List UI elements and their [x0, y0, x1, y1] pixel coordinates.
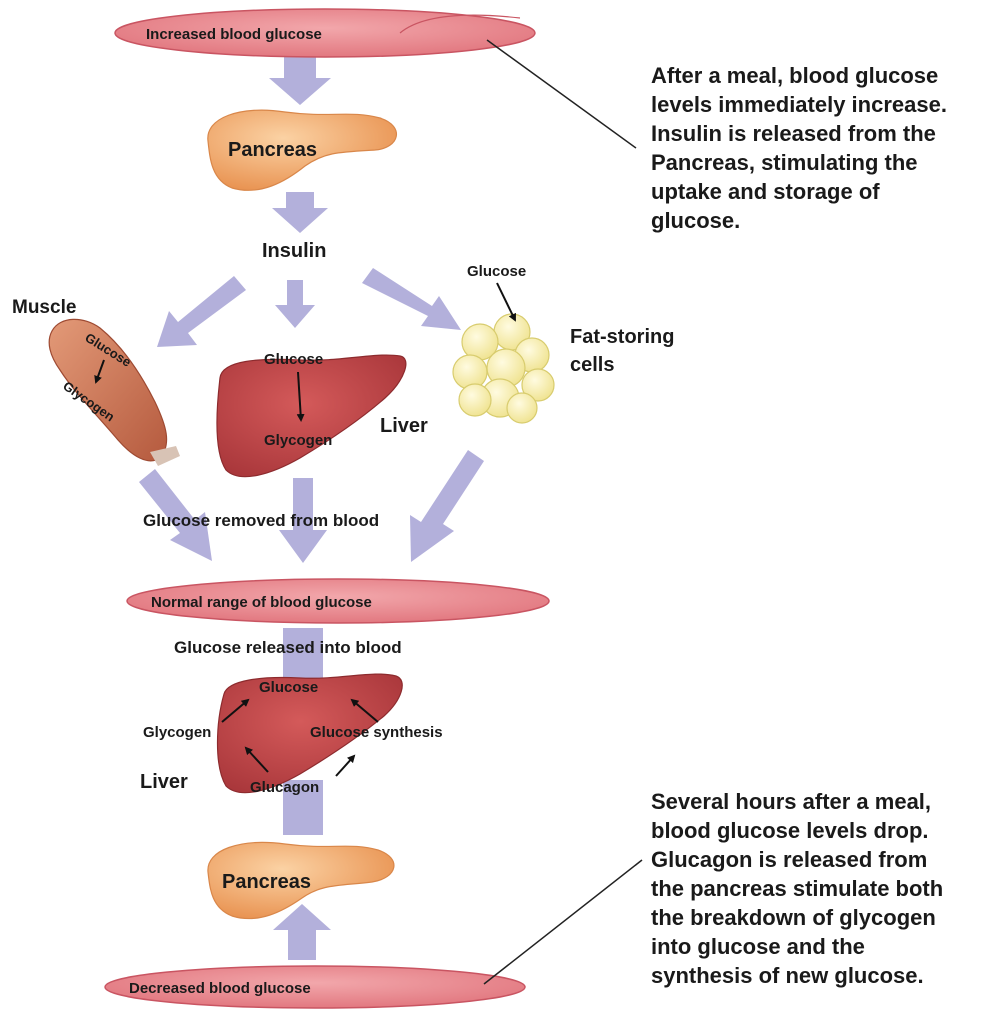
oval-normal: Normal range of blood glucose [127, 579, 549, 623]
hours-after-line-7: synthesis of new glucose. [651, 961, 943, 990]
after-meal-line-3: Insulin is released from the [651, 119, 947, 148]
hours-after-line-1: Several hours after a meal, [651, 787, 943, 816]
arrow-insulin-to-fat [362, 268, 461, 330]
liver-top-title: Liver [380, 415, 428, 437]
after-meal-line-2: levels immediately increase. [651, 90, 947, 119]
after-meal-note: After a meal, blood glucose levels immed… [651, 61, 947, 235]
hours-after-leader-line [484, 860, 642, 984]
glucose-synthesis-label: Glucose synthesis [310, 724, 443, 741]
after-meal-line-5: uptake and storage of [651, 177, 947, 206]
arrow-fat-to-normal [410, 450, 484, 562]
muscle-title: Muscle [12, 297, 76, 318]
liver-top-glycogen-label: Glycogen [264, 432, 332, 449]
flow-arrows [139, 57, 484, 960]
hours-after-line-6: into glucose and the [651, 932, 943, 961]
after-meal-line-6: glucose. [651, 206, 947, 235]
insulin-label: Insulin [262, 240, 326, 262]
liver-bottom-glucose-label: Glucose [259, 679, 318, 696]
glucagon-label: Glucagon [250, 779, 319, 796]
hours-after-note: Several hours after a meal, blood glucos… [651, 787, 943, 990]
glucose-released-label: Glucose released into blood [174, 638, 402, 657]
glucagon-to-synthesis-arrow [336, 756, 354, 776]
arrow-decreased-to-pancreas [273, 904, 331, 960]
oval-decreased: Decreased blood glucose [105, 966, 525, 1008]
after-meal-line-1: After a meal, blood glucose [651, 61, 947, 90]
oval-increased-label: Increased blood glucose [146, 26, 322, 43]
pancreas-top-label: Pancreas [228, 139, 317, 161]
arrow-pancreas-to-insulin [272, 192, 328, 233]
pancreas-bottom-label: Pancreas [222, 871, 311, 893]
oval-normal-label: Normal range of blood glucose [151, 594, 372, 611]
fat-cells [453, 314, 554, 423]
oval-increased: Increased blood glucose [115, 9, 535, 57]
fat-title-line1: Fat-storing [570, 326, 674, 348]
hours-after-line-4: the pancreas stimulate both [651, 874, 943, 903]
arrow-to-pancreas [269, 57, 331, 105]
liver-top [217, 355, 406, 477]
hours-after-line-2: blood glucose levels drop. [651, 816, 943, 845]
hours-after-line-3: Glucagon is released from [651, 845, 943, 874]
fat-glucose-label: Glucose [467, 263, 526, 280]
arrow-insulin-to-muscle [157, 276, 246, 347]
after-meal-line-4: Pancreas, stimulating the [651, 148, 947, 177]
fat-title-line2: cells [570, 354, 614, 376]
liver-top-glucose-label: Glucose [264, 351, 323, 368]
arrow-insulin-to-liver [275, 280, 315, 328]
pancreas-top: Pancreas [208, 110, 397, 190]
after-meal-leader-line [487, 40, 636, 148]
liver-bottom-title: Liver [140, 771, 188, 793]
oval-decreased-label: Decreased blood glucose [129, 980, 311, 997]
liver-bottom-glycogen-label: Glycogen [143, 724, 211, 741]
glucose-removed-label: Glucose removed from blood [143, 511, 379, 530]
hours-after-line-5: the breakdown of glycogen [651, 903, 943, 932]
